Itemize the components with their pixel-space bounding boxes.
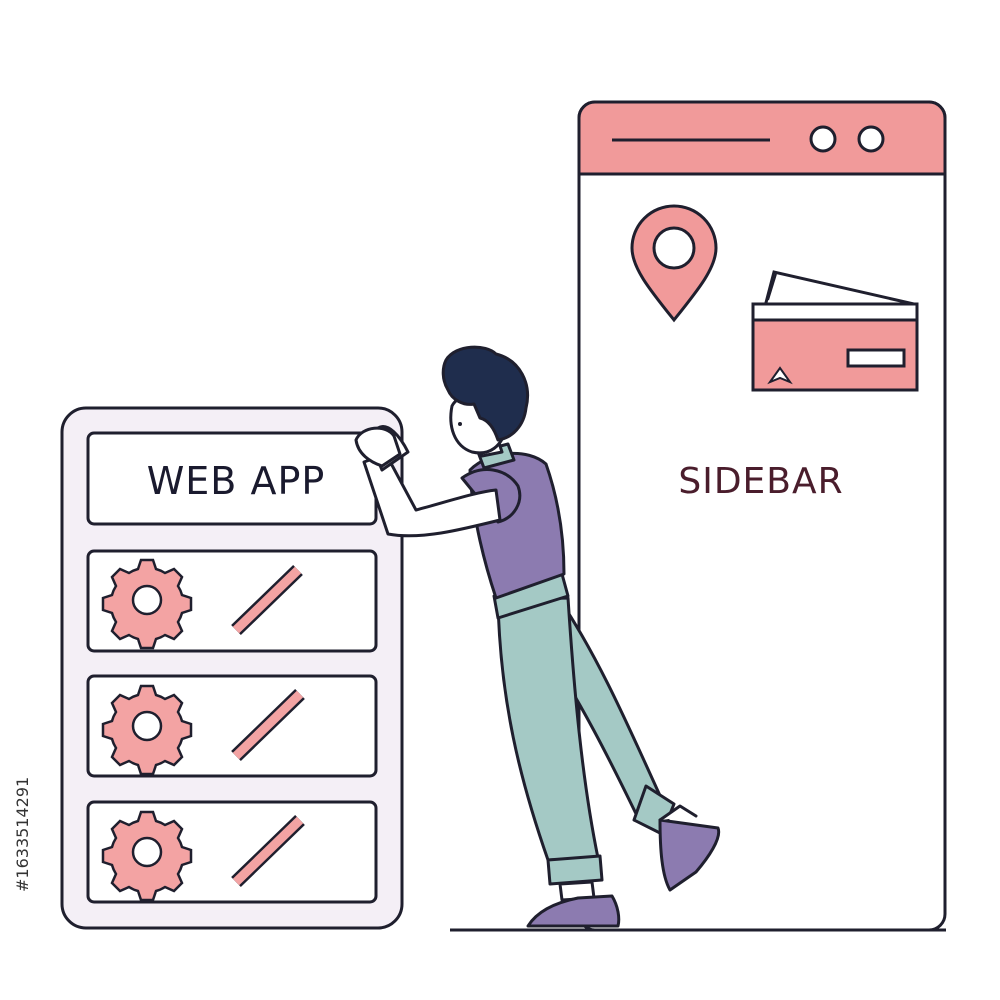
gear-icon (101, 558, 193, 650)
sidebar-title: SIDEBAR (678, 461, 843, 502)
window-dot-1[interactable] (809, 125, 837, 153)
credit-card-icon (751, 270, 919, 392)
person-figure (354, 345, 721, 928)
list-item[interactable] (86, 549, 378, 653)
edit-slash-mark (231, 814, 305, 888)
gear-icon (101, 684, 193, 776)
sidebar-title-bar (577, 100, 947, 176)
edit-slash-mark (231, 688, 305, 762)
list-item[interactable] (86, 800, 378, 904)
window-dot-2[interactable] (857, 125, 885, 153)
web-app-panel: WEB APP (60, 406, 404, 930)
gear-icon (101, 810, 193, 902)
sidebar-window: SIDEBAR (577, 100, 947, 932)
stock-id-label: #1633514291 (13, 777, 32, 892)
location-pin-icon (630, 204, 718, 323)
edit-slash-mark (231, 564, 303, 636)
web-app-title: WEB APP (147, 459, 326, 503)
list-item[interactable] (86, 674, 378, 778)
